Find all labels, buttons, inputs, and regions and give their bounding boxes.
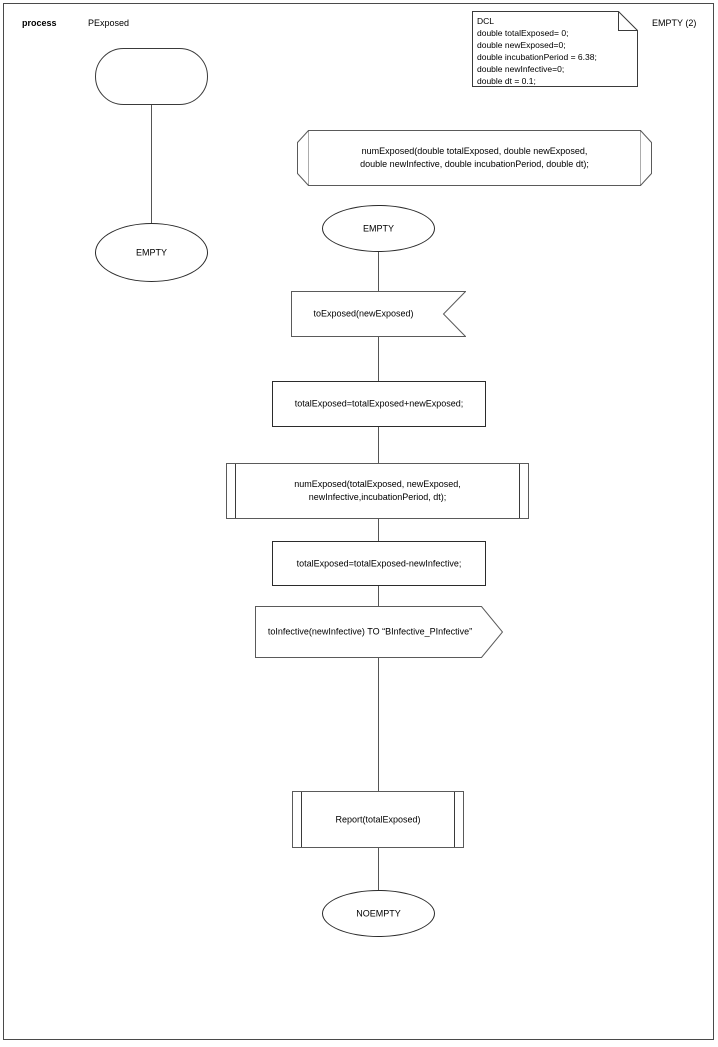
report-left-bar xyxy=(301,792,302,847)
connector-report-to-noempty xyxy=(378,848,379,890)
output-signal-shape-icon xyxy=(255,606,503,658)
state-label-empty-left: EMPTY xyxy=(135,246,167,257)
page-label: EMPTY (2) xyxy=(652,18,697,28)
procedure-call-label-report: Report(totalExposed) xyxy=(335,813,421,824)
task-label-add: totalExposed=totalExposed+newExposed; xyxy=(294,398,464,409)
call-left-bar xyxy=(235,464,236,518)
dcl-declaration-box[interactable]: DCL double totalExposed= 0; double newEx… xyxy=(472,11,638,87)
state-label-empty-main: EMPTY xyxy=(362,222,394,233)
state-symbol-empty-main[interactable]: EMPTY xyxy=(322,205,435,252)
task-symbol-sub[interactable]: totalExposed=totalExposed-newInfective; xyxy=(272,541,486,586)
procedure-declaration-symbol[interactable]: numExposed(double totalExposed, double n… xyxy=(297,130,652,186)
state-label-noempty: NOEMPTY xyxy=(356,907,401,918)
procedure-call-label-numexposed: numExposed(totalExposed, newExposed, new… xyxy=(294,478,461,502)
output-signal-label: toInfective(newInfective) TO “BInfective… xyxy=(267,626,473,637)
procedure-call-report[interactable]: Report(totalExposed) xyxy=(292,791,464,848)
connector-task-add-to-call xyxy=(378,427,379,463)
task-label-sub: totalExposed=totalExposed-newInfective; xyxy=(296,557,462,568)
call-right-bar xyxy=(519,464,520,518)
connector-start-to-empty xyxy=(151,105,152,223)
input-signal-toexposed[interactable]: toExposed(newExposed) xyxy=(291,291,466,337)
connector-task-sub-to-output xyxy=(378,586,379,606)
input-signal-shape-icon xyxy=(291,291,466,337)
process-name-label: PExposed xyxy=(88,18,130,28)
connector-call-to-task-sub xyxy=(378,519,379,541)
procedure-declaration-text: numExposed(double totalExposed, double n… xyxy=(360,145,589,169)
state-symbol-empty-left[interactable]: EMPTY xyxy=(95,223,208,282)
procedure-call-numexposed[interactable]: numExposed(totalExposed, newExposed, new… xyxy=(226,463,529,519)
task-symbol-add[interactable]: totalExposed=totalExposed+newExposed; xyxy=(272,381,486,427)
connector-empty-to-input xyxy=(378,252,379,291)
state-symbol-noempty[interactable]: NOEMPTY xyxy=(322,890,435,937)
report-right-bar xyxy=(454,792,455,847)
dcl-text: DCL double totalExposed= 0; double newEx… xyxy=(477,16,597,87)
procedure-declaration-shape-icon xyxy=(297,130,652,186)
connector-output-to-report xyxy=(378,658,379,791)
diagram-frame-border xyxy=(3,3,714,1040)
input-signal-label: toExposed(newExposed) xyxy=(313,308,414,319)
process-keyword-label: process xyxy=(22,18,57,28)
output-signal-toinfective[interactable]: toInfective(newInfective) TO “BInfective… xyxy=(255,606,503,658)
dcl-folded-corner-icon xyxy=(472,11,638,87)
connector-input-to-task-add xyxy=(378,337,379,381)
start-symbol[interactable] xyxy=(95,48,208,105)
